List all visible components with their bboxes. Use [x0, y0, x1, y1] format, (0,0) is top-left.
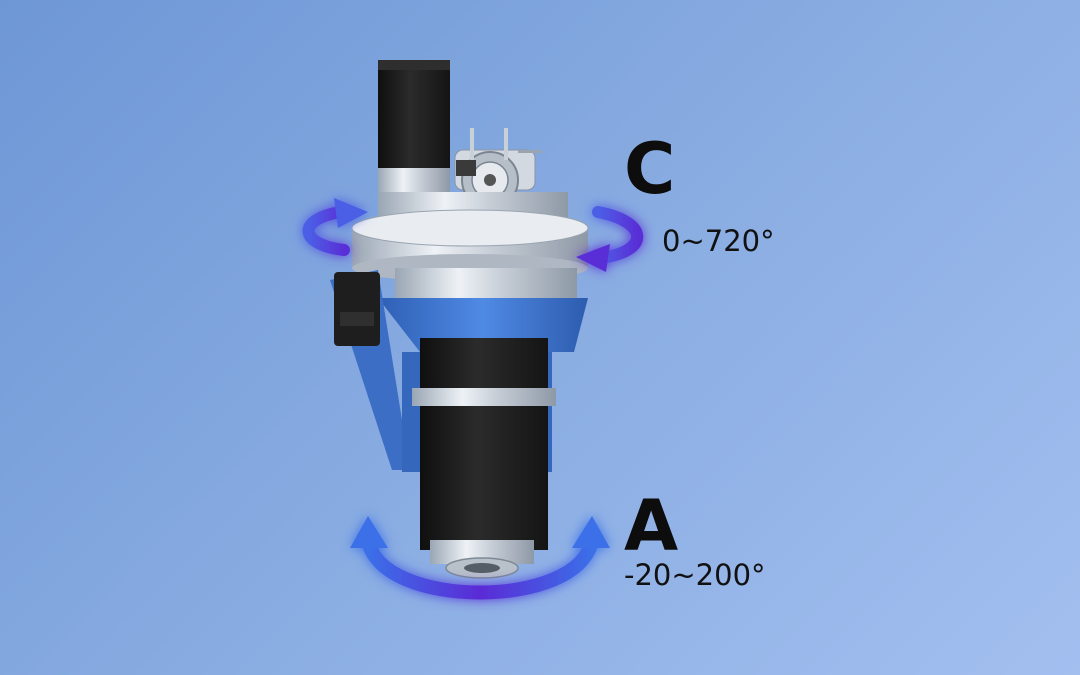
top-motor — [378, 60, 450, 196]
side-connector — [334, 272, 380, 346]
a-axis-range: -20~200° — [624, 558, 766, 592]
rotary-flange — [351, 192, 589, 302]
arc-rotation-arrow-icon — [350, 516, 610, 600]
c-axis-range: 0~720° — [662, 224, 775, 258]
c-axis-label: C — [624, 128, 676, 210]
a-axis-label: A — [624, 485, 679, 567]
bottom-motor — [412, 338, 556, 579]
circular-rotation-arrows-icon — [302, 198, 644, 272]
